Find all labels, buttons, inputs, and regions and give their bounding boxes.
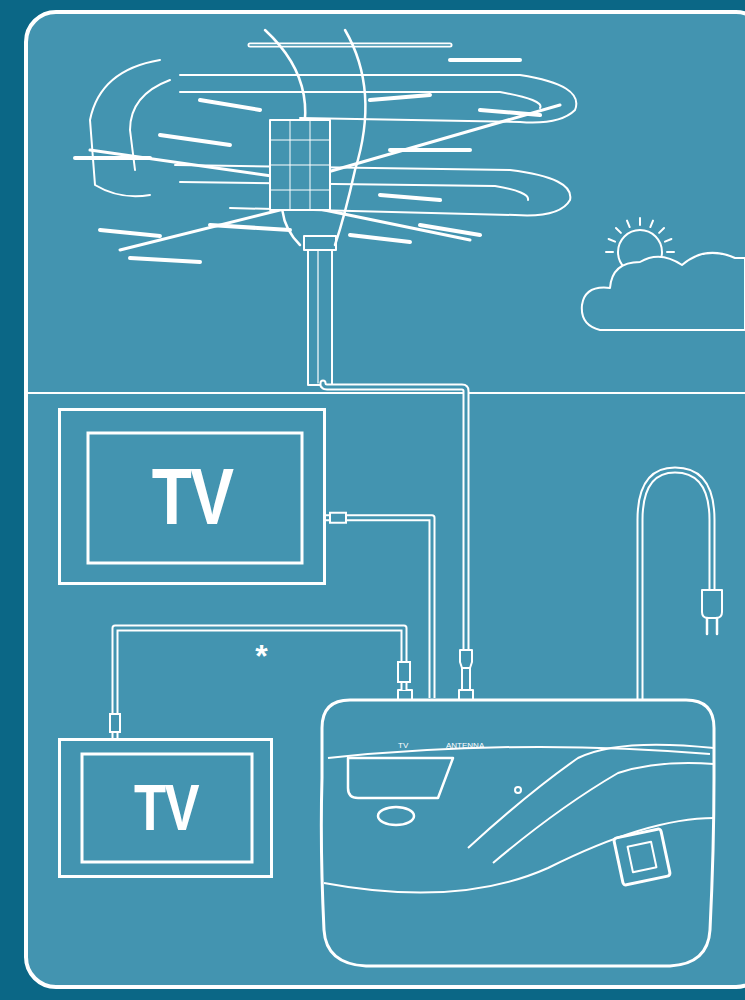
housing [321, 700, 714, 966]
antenna-rod [350, 235, 410, 242]
antenna-rod [200, 100, 260, 110]
sun-ray [609, 239, 615, 242]
antenna [75, 30, 576, 385]
antenna-rod [390, 148, 470, 152]
antenna-rod [380, 195, 440, 200]
sun-ray [606, 251, 613, 253]
sun-ray [667, 251, 674, 253]
antenna-rod [450, 58, 520, 62]
tv-label: TV [152, 457, 233, 537]
antenna-plug [460, 650, 472, 690]
housing-curve [493, 763, 714, 863]
tv-set: TV [58, 408, 326, 585]
display-window [348, 758, 453, 798]
led [515, 787, 521, 793]
sun-ray [616, 228, 621, 233]
footnote-mark: * [255, 640, 267, 672]
antenna-rod [370, 95, 430, 100]
housing-curve [324, 818, 714, 893]
sun-ray [659, 228, 664, 233]
panel [26, 12, 745, 987]
power-cord-core [640, 470, 712, 700]
coax-cable [326, 513, 432, 698]
tv-set: TV [58, 738, 273, 878]
port-label: TV [398, 742, 408, 750]
housing-curve [468, 745, 714, 848]
power-plug [702, 590, 722, 618]
antenna-rod [420, 225, 480, 235]
sun-ray [639, 218, 641, 225]
antenna-rod [210, 225, 290, 230]
screen [82, 754, 252, 862]
floor-line [28, 392, 745, 394]
antenna-rod [100, 230, 160, 236]
sun-cloud [582, 218, 745, 330]
tv-label: TV [134, 776, 198, 840]
antenna-rod [130, 258, 200, 262]
antenna-amplifier: TV ANTENNA [318, 698, 718, 970]
port-label: ANTENNA [446, 742, 484, 750]
sun-ray [665, 239, 671, 242]
power-switch [614, 829, 671, 886]
switch-rocker [628, 842, 657, 872]
sun-ray [627, 221, 630, 227]
plug-pins [707, 618, 717, 634]
housing-outline [318, 698, 718, 970]
sun-ray [650, 221, 653, 227]
screen [88, 433, 302, 563]
power-cord [640, 470, 712, 700]
housing-seam [328, 747, 710, 758]
knob [378, 807, 414, 825]
antenna-rod [480, 110, 540, 115]
antenna-rod [75, 156, 150, 160]
antenna-rod [160, 135, 230, 145]
